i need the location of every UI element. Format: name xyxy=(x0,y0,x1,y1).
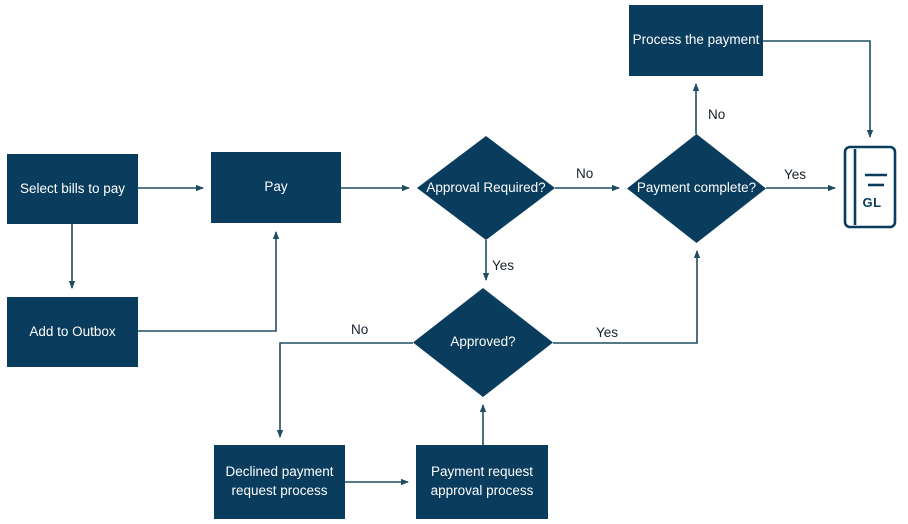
node-pay[interactable]: Pay xyxy=(211,152,341,223)
node-approved[interactable]: Approved? xyxy=(413,288,553,397)
node-label: Select bills to pay xyxy=(19,180,126,196)
node-label: Add to Outbox xyxy=(29,323,116,339)
edge-approved-yes xyxy=(553,250,701,344)
node-add-to-outbox[interactable]: Add to Outbox xyxy=(7,297,138,367)
edge-outbox-to-pay xyxy=(138,231,280,332)
node-select-bills-to-pay[interactable]: Select bills to pay xyxy=(7,154,138,224)
edge-label-payment-complete-no: No xyxy=(708,107,726,122)
edge-label-approval-required-no: No xyxy=(576,166,594,181)
ledger-book-icon xyxy=(843,145,897,229)
node-label: Payment complete? xyxy=(636,180,757,196)
node-declined-payment-request-process[interactable]: Declined payment request process xyxy=(214,445,345,519)
node-label: Payment request approval process xyxy=(430,464,534,498)
node-process-the-payment[interactable]: Process the payment xyxy=(629,5,763,76)
node-label: Declined payment request process xyxy=(225,464,334,498)
edge-label-payment-complete-yes: Yes xyxy=(784,167,807,182)
node-label: Pay xyxy=(264,179,288,195)
edge-label-approved-yes: Yes xyxy=(596,325,619,340)
node-approval-required[interactable]: Approval Required? xyxy=(417,136,555,240)
edge-process-payment-to-gl xyxy=(763,40,874,138)
edge-approved-no xyxy=(276,342,413,438)
node-payment-request-approval-process[interactable]: Payment request approval process xyxy=(416,445,548,519)
node-label: Approved? xyxy=(450,334,516,350)
edge-label-approved-no: No xyxy=(351,322,369,337)
ledger-label: GL xyxy=(862,195,882,210)
edge-label-approval-required-yes: Yes xyxy=(492,258,515,273)
node-general-ledger[interactable]: GL xyxy=(843,145,897,229)
node-label: Process the payment xyxy=(632,32,760,48)
node-payment-complete[interactable]: Payment complete? xyxy=(627,134,766,243)
node-label: Approval Required? xyxy=(426,179,546,195)
